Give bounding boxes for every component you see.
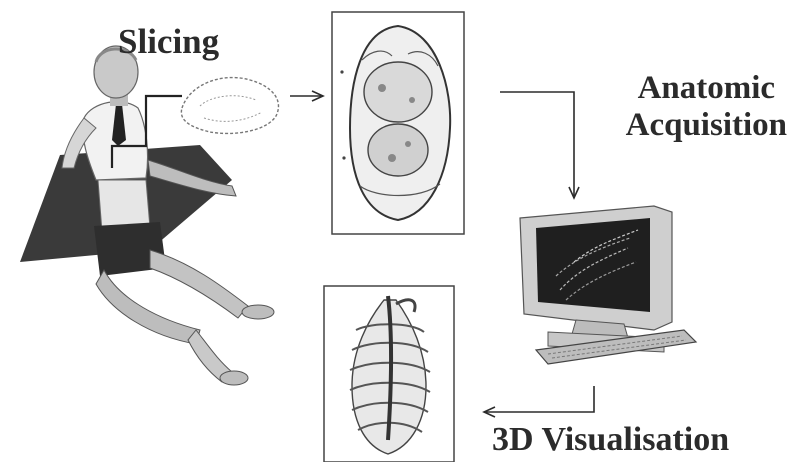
visualisation-label: 3D Visualisation: [492, 421, 729, 459]
ct-slice-image: [332, 12, 464, 234]
slice-outline-icon: [181, 78, 278, 134]
anatomic-acquisition-label: Anatomic Acquisition: [626, 70, 787, 144]
computer-icon: [520, 206, 696, 364]
anatomic-label-line1: Anatomic: [626, 70, 787, 107]
arrow-to-3d: [484, 386, 594, 412]
ribcage-3d-image: [324, 286, 454, 462]
arrow-to-computer: [500, 92, 574, 198]
anatomic-label-line2: Acquisition: [626, 107, 787, 144]
slicing-label: Slicing: [118, 22, 219, 61]
